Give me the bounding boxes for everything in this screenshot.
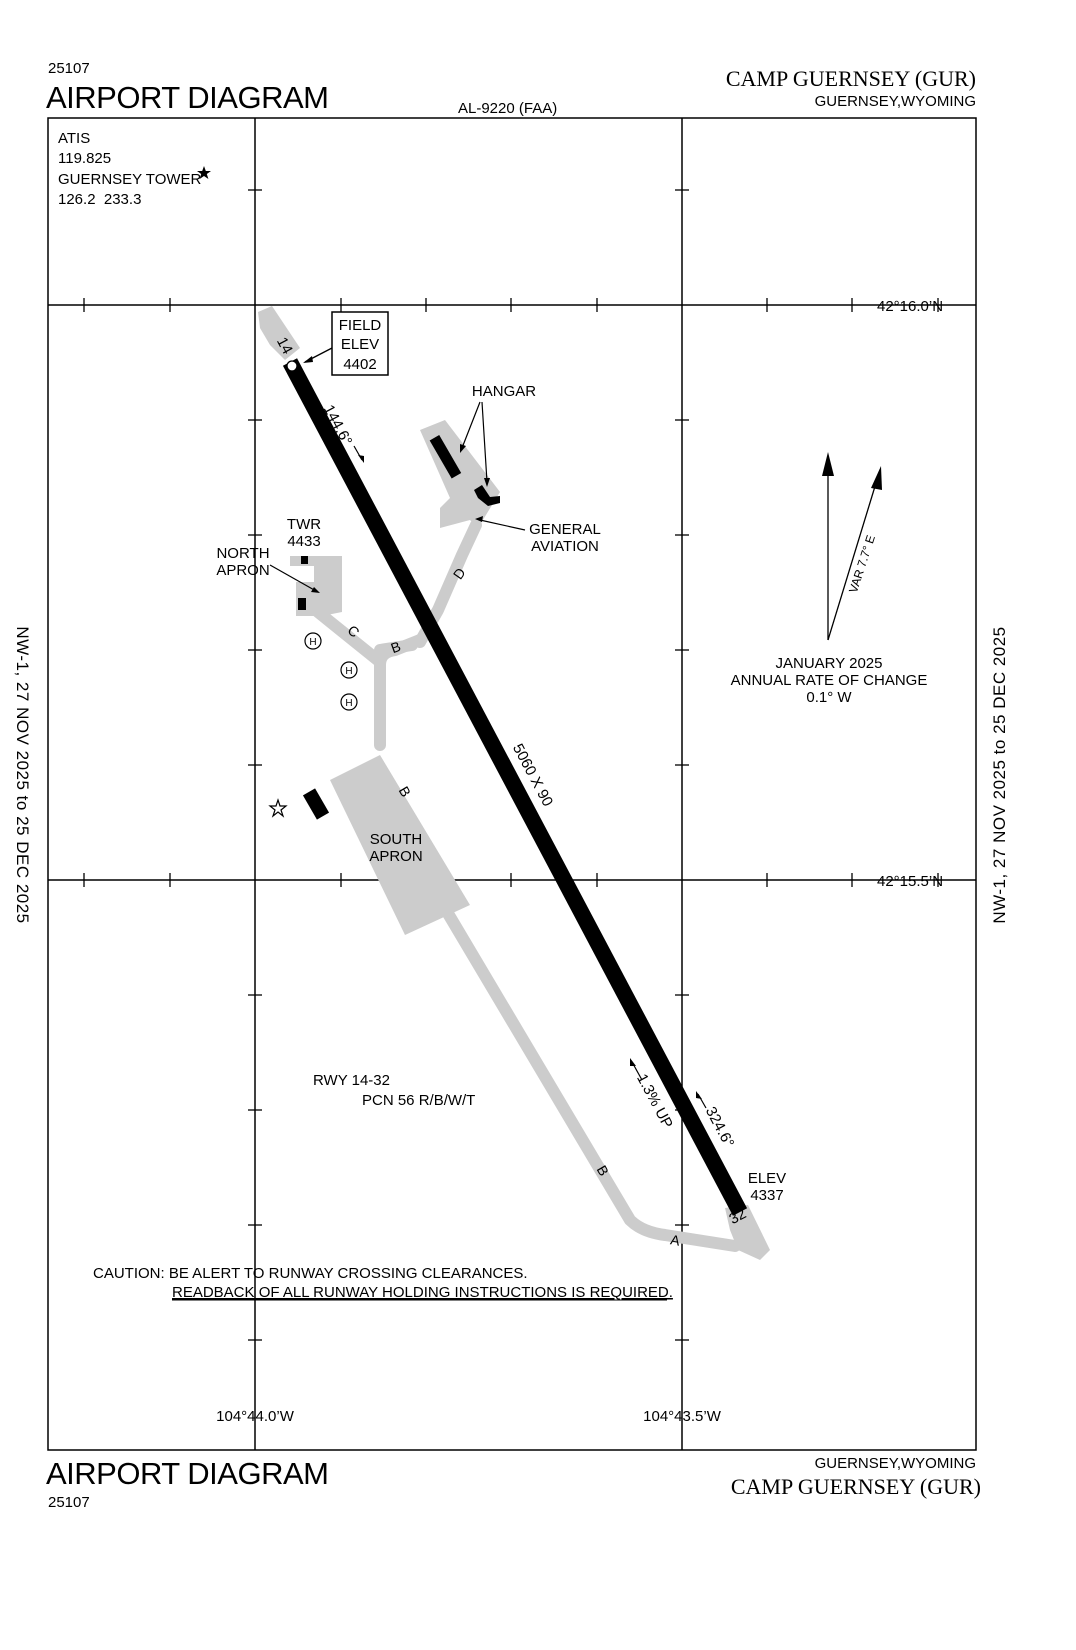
- header-doc-number: 25107: [48, 60, 90, 77]
- rwy32-elev-label: ELEV: [748, 1170, 786, 1187]
- north-apron-line1: NORTH: [216, 545, 269, 562]
- helipad-3: [340, 693, 358, 711]
- lon-west: 104°44.0’W: [216, 1408, 295, 1425]
- north-apron-line2: APRON: [216, 562, 269, 579]
- runway-end-32: 32: [726, 1205, 749, 1228]
- magnetic-date: JANUARY 2025: [775, 655, 882, 672]
- caution-line2: READBACK OF ALL RUNWAY HOLDING INSTRUCTI…: [172, 1284, 673, 1301]
- hangar-building-small: [474, 485, 500, 506]
- magnetic-rate-label: ANNUAL RATE OF CHANGE: [731, 672, 928, 689]
- header-chart-code: AL-9220 (FAA): [458, 100, 558, 117]
- general-aviation-line1: GENERAL: [529, 521, 601, 538]
- helipad-1: [304, 632, 322, 650]
- true-north-arrowhead: [822, 452, 834, 476]
- field-elev-box: [286, 311, 389, 376]
- atis-label: ATIS: [58, 130, 90, 147]
- general-aviation-line2: AVIATION: [531, 538, 599, 555]
- runway-14-32: [282, 358, 748, 1216]
- twr-elev: 4433: [287, 533, 320, 550]
- taxiway-north-connector: [374, 634, 426, 751]
- runway-end-14: 14: [273, 334, 296, 357]
- taxiway-b-north: [374, 639, 418, 656]
- taxiway-b-south: [434, 894, 741, 1252]
- footer-doc-number: 25107: [48, 1494, 90, 1511]
- south-apron-line1: SOUTH: [370, 831, 423, 848]
- rotating-beacon-icon: [268, 798, 288, 818]
- south-building: [302, 788, 330, 820]
- rwy32-overrun: [725, 1205, 770, 1260]
- twr-label: TWR: [287, 516, 321, 533]
- footer-location: GUERNSEY,WYOMING: [814, 1455, 976, 1472]
- magnetic-rate-value: 0.1° W: [806, 689, 852, 706]
- helipad-2-label: H: [345, 666, 352, 677]
- helipad-1-label: H: [309, 637, 316, 648]
- hangar-label: HANGAR: [472, 383, 536, 400]
- field-elev-line2: ELEV: [341, 336, 379, 353]
- north-arrow: [827, 469, 881, 641]
- buildings: [298, 434, 500, 820]
- south-apron-line2: APRON: [369, 848, 422, 865]
- hangar-building-large: [429, 434, 462, 479]
- footer-airport-name: CAMP GUERNSEY (GUR): [730, 1474, 981, 1499]
- hangar-arrows: [461, 401, 488, 483]
- lat-south: 42°15.5’N: [877, 873, 943, 890]
- runway-pcn: PCN 56 R/B/W/T: [362, 1092, 475, 1109]
- rwy32-elev-value: 4337: [750, 1187, 783, 1204]
- lon-east: 104°43.5’W: [643, 1408, 722, 1425]
- helipad-3-label: H: [345, 698, 352, 709]
- atis-freq: 119.825: [58, 150, 111, 167]
- lat-north: 42°16.0’N: [877, 298, 943, 315]
- part-time-star-icon: [197, 166, 211, 179]
- helipad-2: [340, 661, 358, 679]
- field-elev-line1: FIELD: [339, 317, 382, 334]
- field-elev-value: 4402: [343, 356, 376, 373]
- taxiway-c: [312, 606, 386, 668]
- taxiway-label-a: A: [669, 1231, 682, 1248]
- field-elev-point: [286, 360, 298, 372]
- header-title: AIRPORT DIAGRAM: [46, 80, 329, 115]
- tower-freqs: 126.2 233.3: [58, 191, 141, 208]
- header-location: GUERNSEY,WYOMING: [814, 93, 976, 110]
- taxiways: [312, 519, 741, 1252]
- footer-title: AIRPORT DIAGRAM: [46, 1456, 329, 1491]
- grid: [47, 117, 977, 1451]
- rwy14-overrun: [258, 306, 300, 360]
- header-airport-name: CAMP GUERNSEY (GUR): [725, 66, 976, 91]
- south-apron: [330, 755, 470, 935]
- magnetic-north-arrowhead: [871, 466, 882, 490]
- tower-building: [301, 556, 308, 564]
- helipads: [304, 632, 358, 711]
- diagram-frame: [47, 117, 977, 1451]
- north-apron-building: [298, 598, 306, 610]
- runway-designation: RWY 14-32: [313, 1072, 390, 1089]
- caution-line1: CAUTION: BE ALERT TO RUNWAY CROSSING CLE…: [93, 1265, 528, 1282]
- tower-label: GUERNSEY TOWER: [58, 171, 202, 188]
- hangar-apron: [420, 420, 500, 528]
